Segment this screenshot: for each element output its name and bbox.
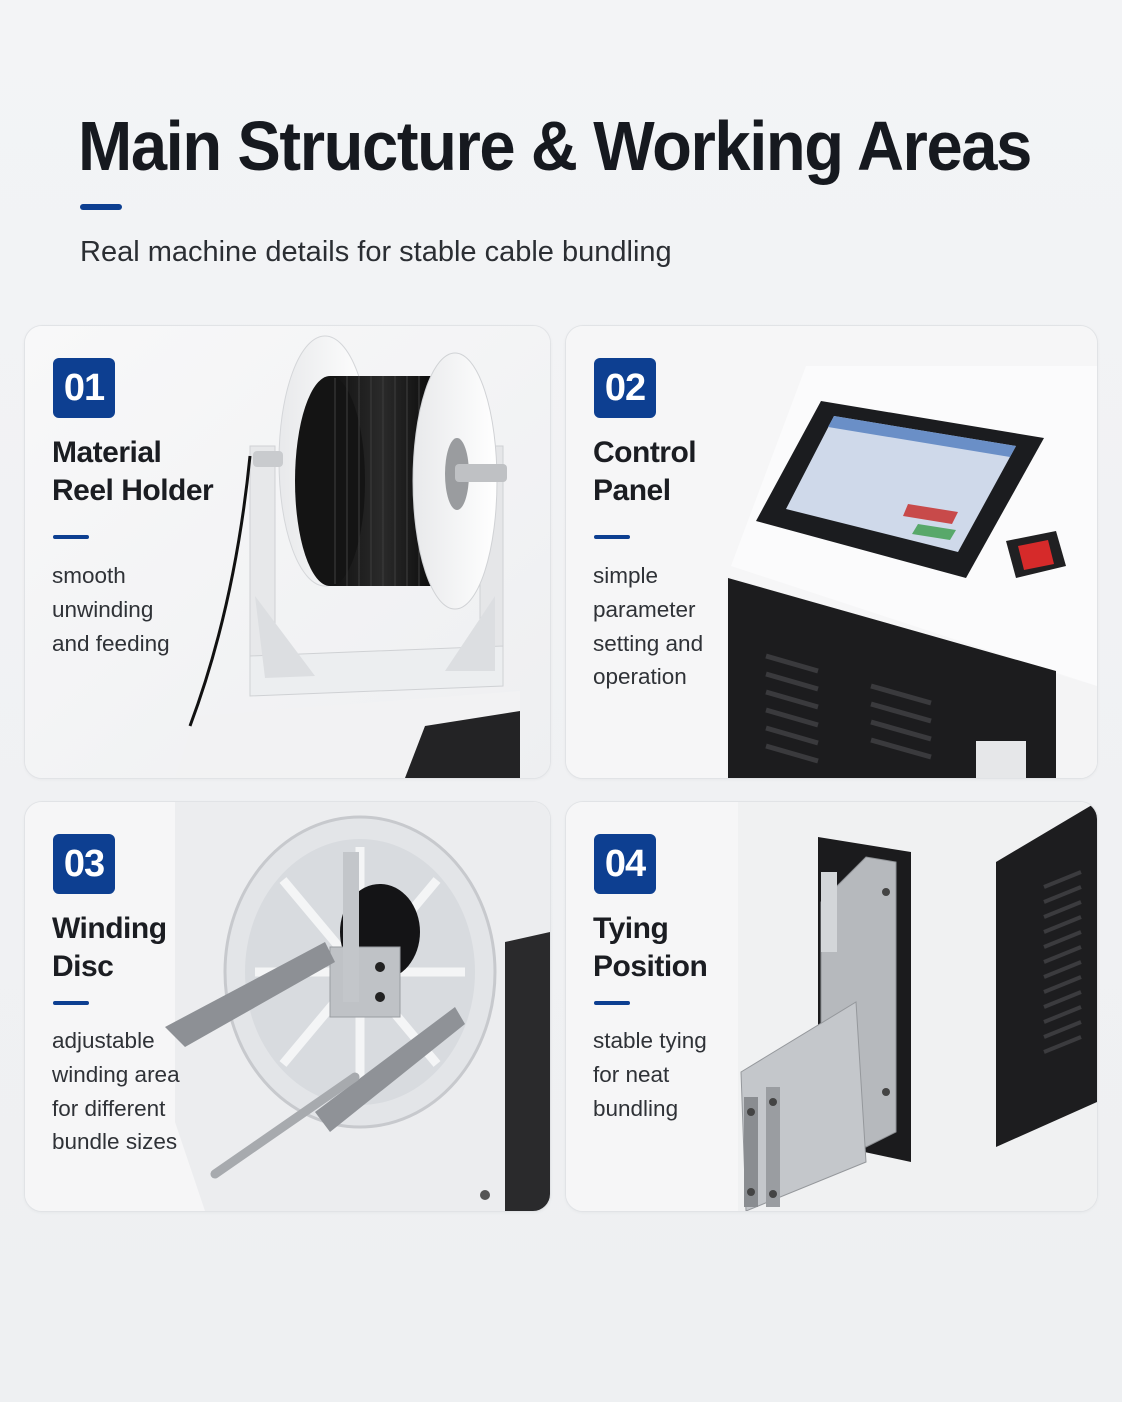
card-title-line: Material [52, 436, 162, 469]
card-accent-bar [594, 1001, 630, 1005]
card-description-line: setting and [593, 630, 704, 656]
card-accent-bar [53, 535, 89, 539]
feature-card-control-panel: 02 Control Panel simple parameter settin… [565, 325, 1098, 779]
card-title: Tying Position [593, 910, 783, 986]
card-description-line: operation [593, 664, 687, 690]
card-number-badge: 03 [53, 834, 115, 894]
page-title: Main Structure & Working Areas [78, 107, 1032, 185]
card-title-line: Winding [52, 912, 167, 945]
card-title-line: Tying [593, 912, 669, 945]
card-accent-bar [53, 1001, 89, 1005]
card-description-line: parameter [593, 596, 696, 622]
card-title-line: Panel [593, 473, 671, 507]
card-description-line: stable tying [593, 1028, 707, 1053]
material-reel-holder-photo [25, 326, 550, 778]
card-title: Winding Disc [52, 910, 242, 986]
card-description-line: simple [593, 563, 659, 588]
card-description-line: for neat [593, 1061, 670, 1087]
feature-card-tying-position: 04 Tying Position stable tying for neat … [565, 801, 1098, 1212]
control-panel-photo [566, 326, 1097, 778]
card-number-badge: 04 [594, 834, 656, 894]
card-title-line: Control [593, 436, 697, 469]
card-description-line: winding area [52, 1061, 180, 1087]
card-title: Material Reel Holder [52, 434, 242, 509]
card-description: adjustable winding area for different bu… [52, 1024, 232, 1159]
card-description: smooth unwinding and feeding [52, 559, 232, 660]
card-title: Control Panel [593, 434, 783, 509]
card-number-badge: 02 [594, 358, 656, 418]
card-description-line: bundle sizes [52, 1129, 178, 1155]
card-description-line: and feeding [52, 630, 170, 656]
card-description-line: for different [52, 1095, 166, 1121]
card-description: stable tying for neat bundling [593, 1024, 773, 1125]
card-title-line: Reel Holder [52, 473, 214, 507]
card-description: simple parameter setting and operation [593, 559, 773, 694]
card-number-badge: 01 [53, 358, 115, 418]
card-title-line: Disc [52, 949, 114, 983]
page-subtitle: Real machine details for stable cable bu… [80, 236, 672, 268]
card-description-line: adjustable [52, 1028, 155, 1053]
card-accent-bar [594, 535, 630, 539]
card-description-line: bundling [593, 1095, 679, 1121]
card-description-line: smooth [52, 563, 126, 588]
feature-card-winding-disc: 03 Winding Disc adjustable winding area … [24, 801, 551, 1212]
title-accent-bar [80, 204, 122, 210]
feature-card-material-reel-holder: 01 Material Reel Holder smooth unwinding… [24, 325, 551, 779]
card-description-line: unwinding [52, 596, 154, 622]
card-title-line: Position [593, 949, 708, 983]
